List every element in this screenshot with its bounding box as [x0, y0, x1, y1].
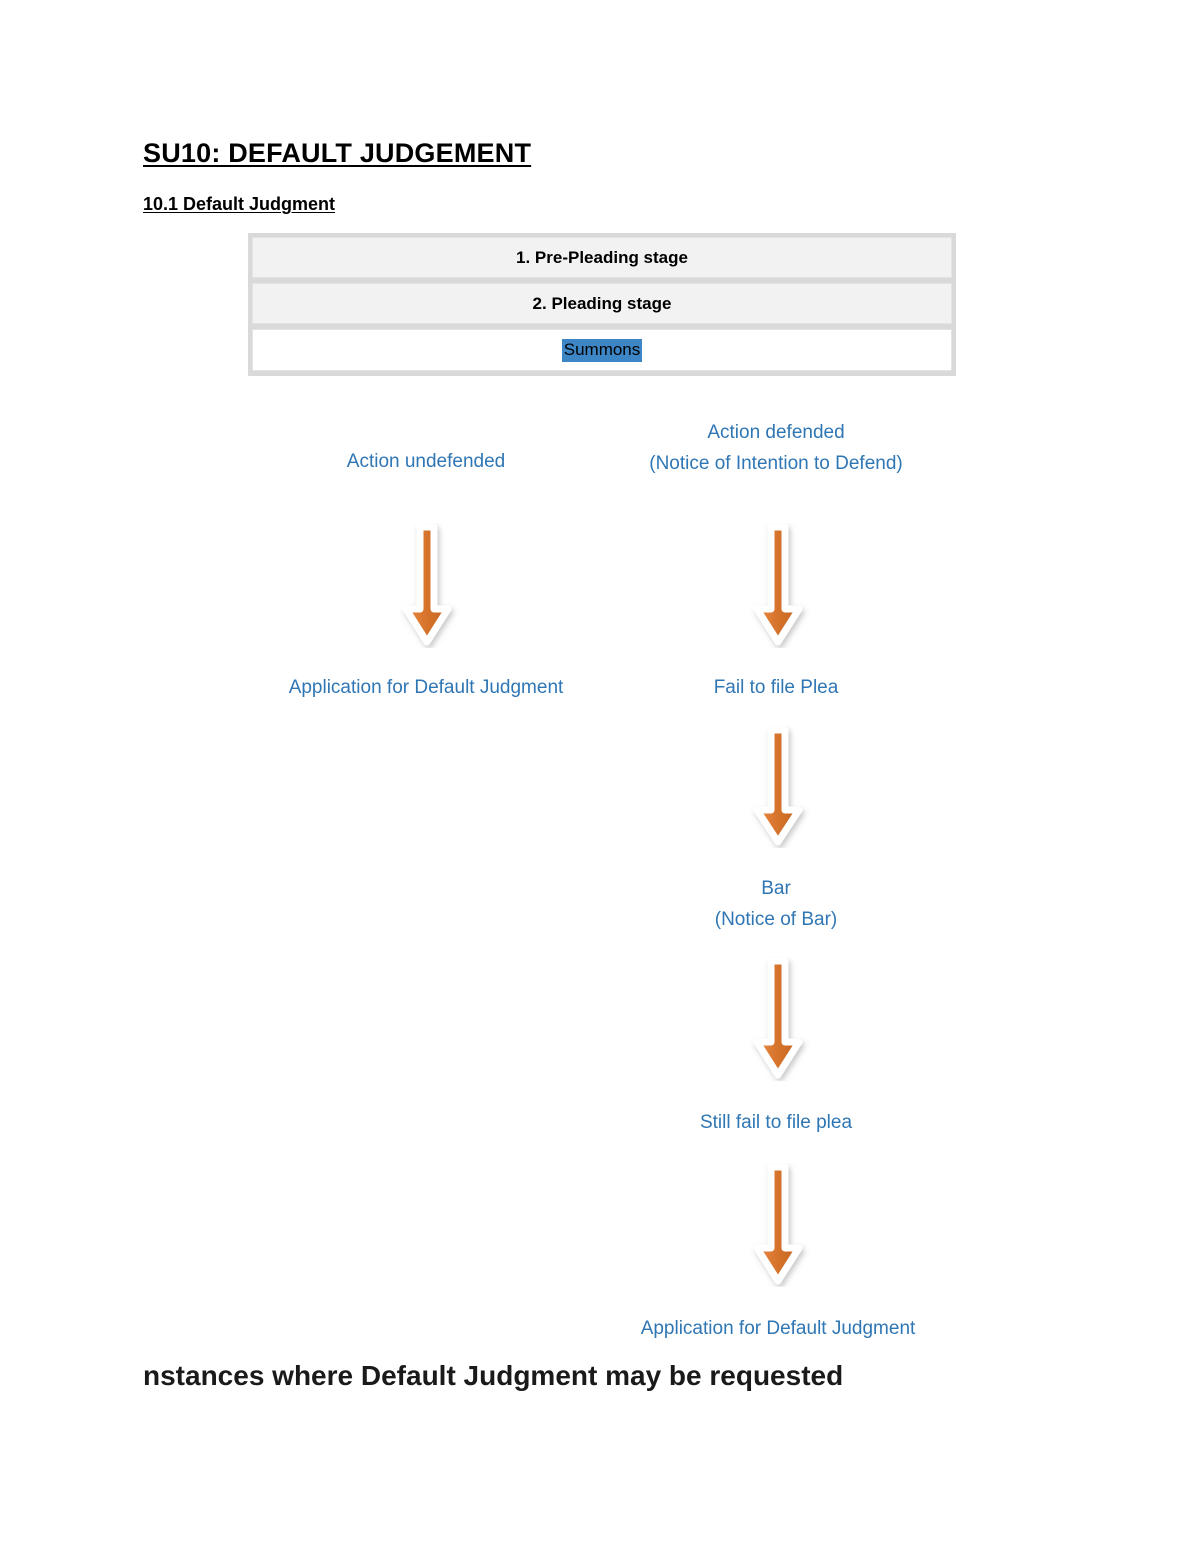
stage-label-pleading: 2. Pleading stage	[532, 293, 672, 313]
page-title: SU10: DEFAULT JUDGEMENT	[143, 138, 532, 168]
down-arrow-icon	[744, 726, 812, 848]
flow-label-action-defended: Action defended	[707, 422, 845, 443]
stage-label-summons-highlighted: Summons	[561, 338, 643, 362]
table-row: Summons	[252, 329, 952, 371]
flow-label-action-undefended: Action undefended	[346, 451, 506, 472]
table-row: 2. Pleading stage	[252, 283, 952, 324]
section-heading: 10.1 Default Judgment	[143, 194, 336, 214]
bottom-section-heading: nstances where Default Judgment may be r…	[143, 1360, 844, 1391]
down-arrow-icon	[393, 523, 461, 648]
stage-table: 1. Pre-Pleading stage 2. Pleading stage …	[248, 233, 956, 376]
down-arrow-glyph	[753, 523, 803, 646]
flow-label-fail-to-file-plea: Fail to file Plea	[713, 677, 839, 698]
flow-label-application-for-default-judgment-left: Application for Default Judgment	[288, 677, 564, 698]
flow-label-application-for-default-judgment-right: Application for Default Judgment	[640, 1318, 916, 1339]
flow-label-still-fail-to-file-plea: Still fail to file plea	[699, 1112, 853, 1133]
down-arrow-glyph	[753, 726, 803, 846]
down-arrow-glyph	[402, 523, 452, 646]
down-arrow-glyph	[753, 1163, 803, 1285]
stage-label-pre-pleading: 1. Pre-Pleading stage	[516, 247, 688, 267]
down-arrow-icon	[744, 523, 812, 648]
flow-label-notice-of-bar: (Notice of Bar)	[714, 909, 838, 930]
down-arrow-icon	[744, 957, 812, 1081]
table-row: 1. Pre-Pleading stage	[252, 237, 952, 278]
flow-label-notice-of-intention-to-defend: (Notice of Intention to Defend)	[649, 453, 903, 474]
down-arrow-icon	[744, 1163, 812, 1287]
down-arrow-glyph	[753, 957, 803, 1079]
flow-label-bar: Bar	[761, 878, 791, 899]
